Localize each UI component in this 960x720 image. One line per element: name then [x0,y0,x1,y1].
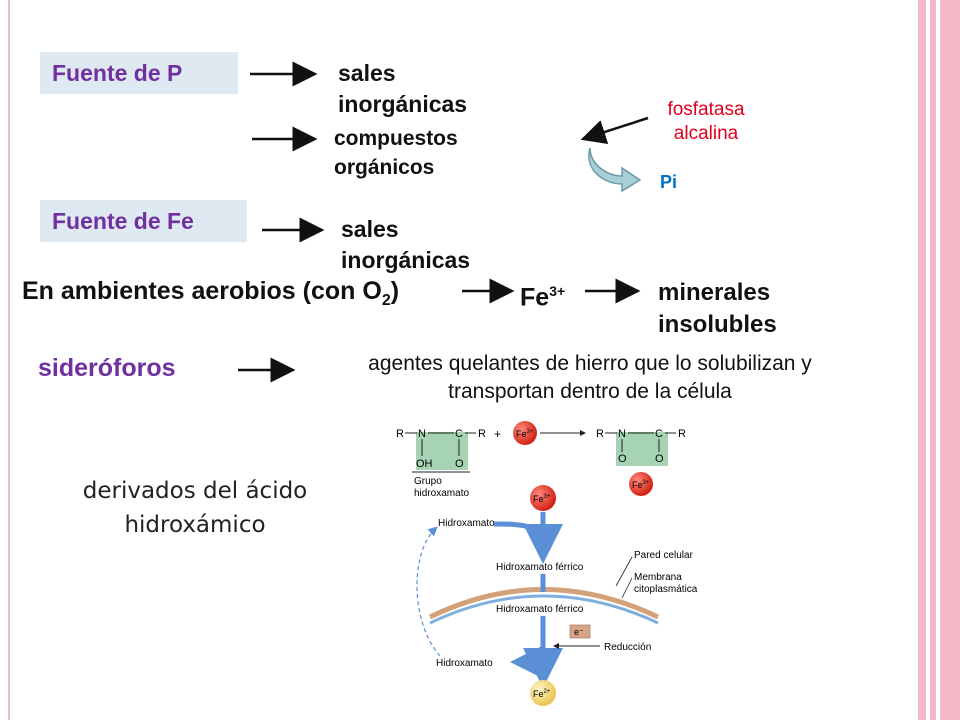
grupo-label-1: Grupo [414,476,442,487]
fe3-sphere-flow [530,485,556,511]
fe-sales-text: sales inorgánicas [341,214,470,276]
reduccion-label: Reducción [604,642,651,653]
cell-membrane-inner [429,594,659,625]
derivados-line-2: hidroxámico [124,512,266,538]
p-comp-line-2: orgánicos [334,156,435,179]
chem-c-2: C [655,428,663,440]
arrow-fosfatasa [580,116,649,144]
border-stripe-3 [940,0,960,720]
fe2-sphere [530,680,556,706]
fe2-sphere-label: Fe2+ [533,689,551,699]
membrana-pointer [621,577,633,599]
fuente-fe-label: Fuente de Fe [40,200,247,242]
chem-oh: OH [416,458,433,470]
fe3-text: Fe3+ [520,276,565,313]
enzyme-line-1: fosfatasa [667,99,745,120]
hidroxamato-ferrico-inner: Hidroxamato férrico [496,604,584,615]
p-sales-line-1: sales [338,60,396,86]
fe-sales-line-2: inorgánicas [341,247,471,273]
chem-o-2: O [618,453,627,465]
fe3-sphere-top-label: Fe3+ [516,429,534,439]
electron-label: e⁻ [574,627,584,637]
border-stripe-1 [918,0,926,720]
left-border-line [8,0,10,720]
recycle-dashed-arrow [416,526,441,657]
grupo-label-2: hidroxamato [414,488,469,499]
fe-sales-line-1: sales [341,216,399,242]
fe3-sphere-chelated [629,472,653,496]
quelantes-line-2: transportan dentro de la célula [448,380,732,403]
minerales-line-2: insolubles [658,311,777,338]
fe3-sphere-chelated-label: Fe3+ [632,480,650,490]
chem-o-1: O [455,458,464,470]
chem-r-2: R [478,428,486,440]
enzyme-line-2: alcalina [673,123,739,144]
hidroxamato-ferrico-outer: Hidroxamato férrico [496,562,584,573]
fosfatasa-label: fosfatasa alcalina [650,98,762,146]
electron-box [569,624,591,639]
chem-o-3: O [655,453,664,465]
fe3-base: Fe [520,283,550,312]
fe3-sphere-flow-label: Fe3+ [533,494,551,504]
aerobic-suffix: ) [390,277,400,305]
p-comp-line-1: compuestos [334,127,458,150]
membrana-label-1: Membrana [634,572,682,583]
border-stripe-2 [930,0,936,720]
flow-arrow-release [510,645,545,678]
minerales-text: minerales insolubles [658,277,777,341]
flow-arrow-merge [493,521,546,547]
hidroxamato-bottom: Hidroxamato [436,658,493,669]
hidroxamato-top: Hidroxamato [438,518,495,529]
quelantes-text: agentes quelantes de hierro que lo solub… [300,350,880,406]
pared-pointer [615,556,633,587]
chem-r-1: R [396,428,404,440]
siderophore-diagram: R N C R OH O Grupo hidroxamato + Fe3+ R … [396,421,698,706]
quelantes-line-1: agentes quelantes de hierro que lo solub… [368,352,812,375]
plus-sign: + [494,427,501,441]
chem-r-4: R [678,428,686,440]
aerobic-prefix: En ambientes aerobios (con O [22,277,382,305]
derivados-text: derivados del ácido hidroxámico [60,474,330,542]
aerobic-text: En ambientes aerobios (con O2) [22,276,399,316]
pared-celular-label: Pared celular [634,550,694,561]
chem-c-1: C [455,428,463,440]
p-compuestos-text: compuestos orgánicos [334,124,458,182]
p-sales-text: sales inorgánicas [338,58,467,120]
sideroforos-label: sideróforos [38,354,176,382]
minerales-line-1: minerales [658,279,771,306]
o2-subscript: 2 [381,292,391,309]
chem-n-1: N [418,428,426,440]
recycle-arrow [588,147,642,193]
membrana-label-2: citoplasmática [634,584,698,595]
chem-r-3: R [596,428,604,440]
pi-label: Pi [660,172,678,192]
derivados-line-1: derivados del ácido [82,478,308,504]
fe3-superscript: 3+ [549,283,566,299]
chem-n-2: N [618,428,626,440]
fuente-p-label: Fuente de P [40,52,238,94]
p-sales-line-2: inorgánicas [338,91,468,117]
fe3-sphere-top [513,421,537,445]
